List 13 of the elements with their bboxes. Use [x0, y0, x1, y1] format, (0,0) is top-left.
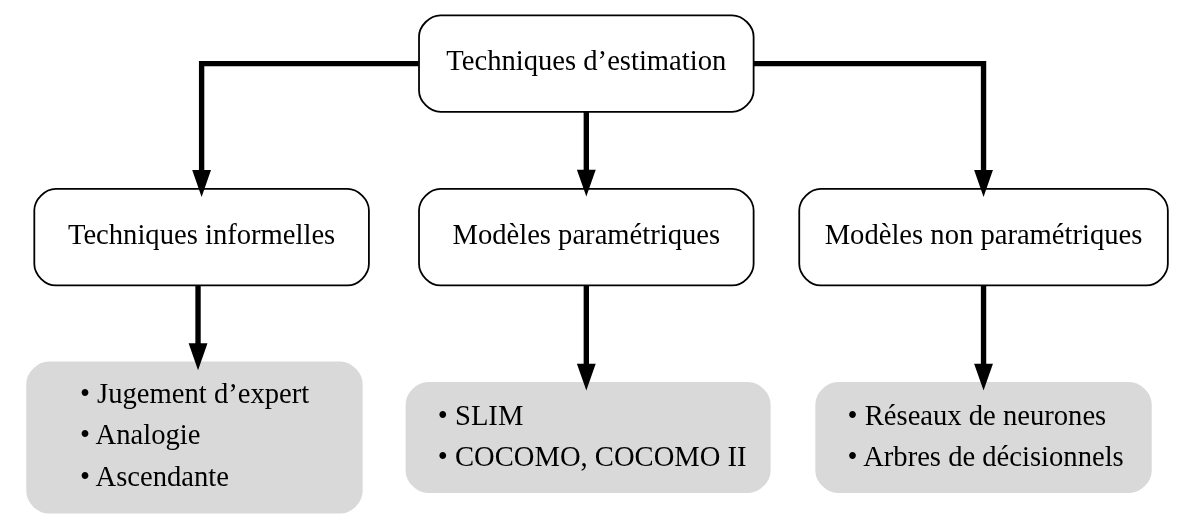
node-box: • Réseaux de neurones • Arbres de décisionnels: [815, 382, 1152, 494]
node-box: Modèles paramétriques: [418, 187, 755, 287]
node-box: Modèles non paramétriques: [798, 187, 1169, 287]
node-box: • SLIM • COCOMO, COCOMO II: [405, 382, 771, 494]
node-box: Techniques d’estimation: [418, 14, 755, 113]
arrow: [576, 111, 596, 197]
node-box: • Jugement d’expert • Analogie • Ascendante: [26, 361, 363, 514]
arrow: [188, 285, 208, 371]
arrow: [974, 285, 993, 391]
node-box: Techniques informelles: [33, 187, 370, 287]
arrow: [192, 60, 419, 197]
arrow: [753, 60, 993, 197]
arrow: [576, 285, 596, 391]
